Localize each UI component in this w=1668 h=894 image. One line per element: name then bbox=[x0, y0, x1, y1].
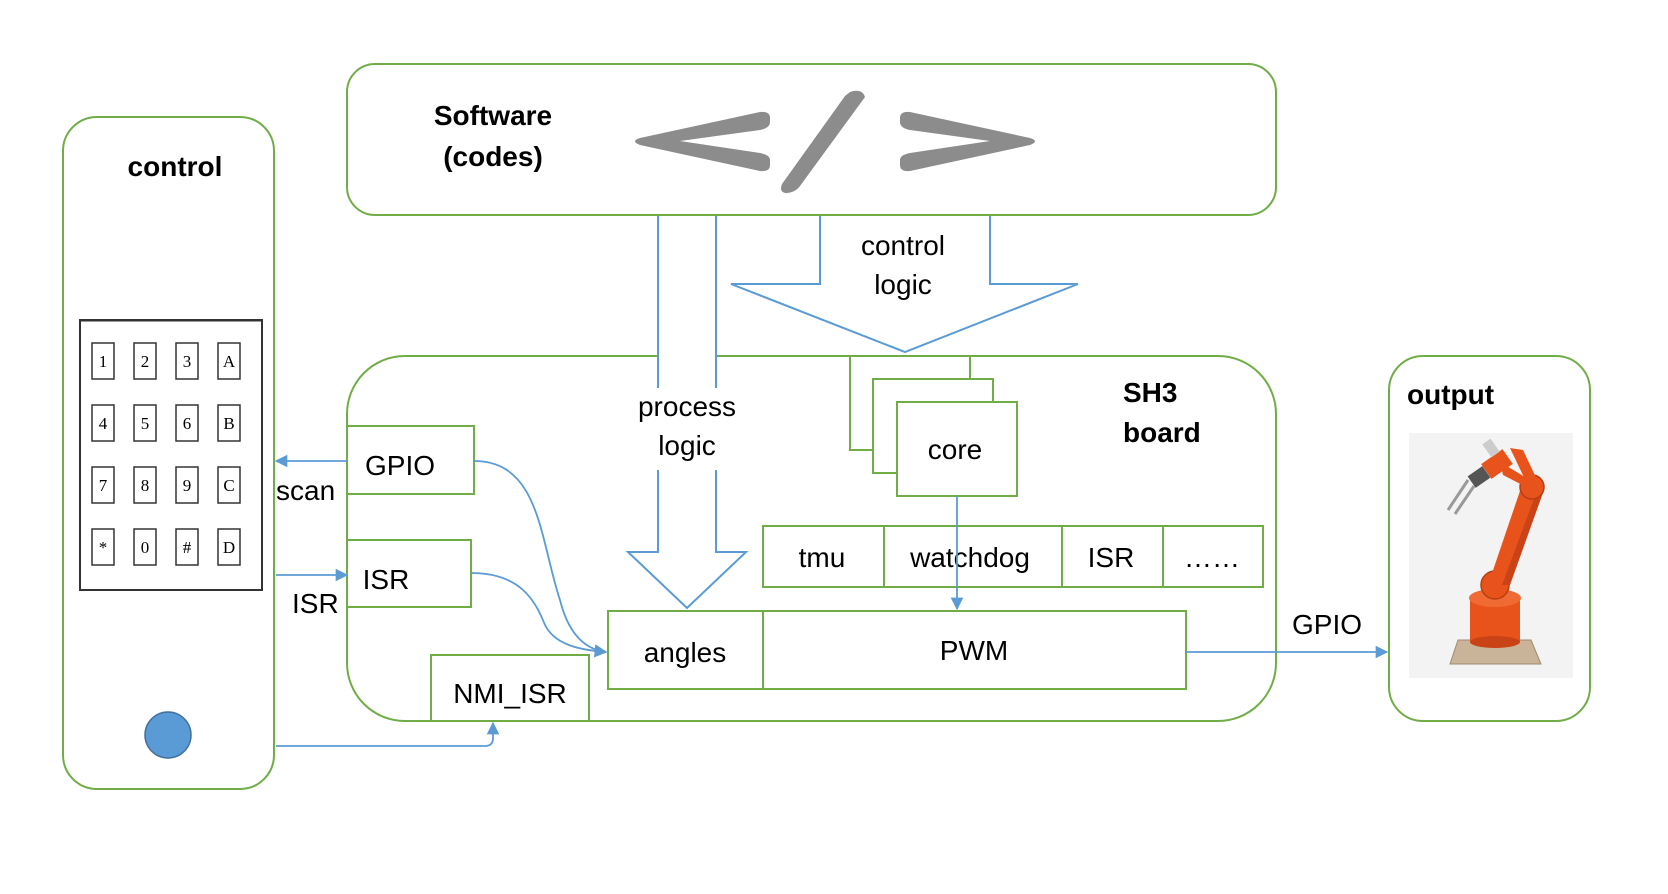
keypad-key[interactable] bbox=[217, 528, 241, 566]
nmi-isr-label: NMI_ISR bbox=[453, 678, 567, 709]
keypad-key[interactable] bbox=[133, 404, 157, 442]
gpio-block bbox=[346, 425, 475, 495]
button-to-nmi-line bbox=[276, 721, 500, 747]
keypad-key[interactable] bbox=[175, 466, 199, 504]
isr-block bbox=[346, 539, 472, 608]
pwm-label: PWM bbox=[940, 635, 1008, 666]
connectors bbox=[274, 454, 1389, 747]
keypad: 1 2 3 A 4 5 6 B 7 8 9 C * 0 # D bbox=[79, 319, 263, 591]
peripheral-row: tmu watchdog ISR …… bbox=[762, 525, 1264, 588]
keypad-key[interactable] bbox=[175, 404, 199, 442]
keypad-key-label: 0 bbox=[141, 538, 150, 557]
keypad-key-label: # bbox=[183, 538, 192, 557]
keypad-key-label: B bbox=[223, 414, 234, 433]
gpio-label: GPIO bbox=[365, 450, 435, 481]
robot-arm-icon bbox=[1409, 433, 1573, 678]
keypad-key-label: 5 bbox=[141, 414, 150, 433]
peripheral-isr: ISR bbox=[1088, 542, 1135, 573]
nmi-isr-block bbox=[430, 654, 590, 722]
control-panel: control 1 2 3 A 4 5 6 B 7 8 9 C * 0 # D bbox=[62, 116, 275, 790]
keypad-key-label: 6 bbox=[183, 414, 192, 433]
sh3-board: SH3 board GPIO ISR NMI_ISR core tmu watc… bbox=[346, 355, 1277, 722]
keypad-key-label: A bbox=[223, 352, 236, 371]
control-logic-line2: logic bbox=[874, 269, 932, 300]
keypad-key[interactable] bbox=[91, 528, 115, 566]
keypad-key[interactable] bbox=[217, 404, 241, 442]
output-title: output bbox=[1407, 379, 1494, 410]
keypad-key[interactable] bbox=[91, 404, 115, 442]
keypad-key[interactable] bbox=[175, 342, 199, 380]
scan-label: scan bbox=[276, 475, 335, 506]
board-title-line2: board bbox=[1123, 417, 1201, 448]
gpio-out-label: GPIO bbox=[1292, 609, 1362, 640]
keypad-key-label: 7 bbox=[99, 476, 108, 495]
keypad-key-label: 1 bbox=[99, 352, 108, 371]
keypad-key-label: 2 bbox=[141, 352, 150, 371]
keypad-key[interactable] bbox=[133, 528, 157, 566]
control-logic-arrow: control logic bbox=[730, 216, 1079, 354]
keypad-key-label: D bbox=[223, 538, 235, 557]
software-box-frame bbox=[346, 63, 1277, 216]
process-logic-line2: logic bbox=[658, 430, 716, 461]
isr-to-angles-curve bbox=[470, 572, 608, 658]
keypad-key-label: 4 bbox=[99, 414, 108, 433]
keypad-key[interactable] bbox=[91, 466, 115, 504]
isr-label: ISR bbox=[363, 564, 410, 595]
code-brackets-icon bbox=[635, 90, 1035, 194]
board-title-line1: SH3 bbox=[1123, 377, 1177, 408]
isr-in-label: ISR bbox=[292, 588, 339, 619]
keypad-key[interactable] bbox=[133, 466, 157, 504]
keypad-key[interactable] bbox=[217, 342, 241, 380]
core-label: core bbox=[928, 434, 982, 465]
keypad-key-label: 3 bbox=[183, 352, 192, 371]
software-box: Software (codes) bbox=[346, 63, 1277, 216]
output-box: output bbox=[1388, 355, 1591, 722]
keypad-key-label: 8 bbox=[141, 476, 150, 495]
control-title: control bbox=[128, 151, 223, 182]
keypad-key[interactable] bbox=[133, 342, 157, 380]
keypad-key[interactable] bbox=[175, 528, 199, 566]
software-title-line2: (codes) bbox=[443, 141, 543, 172]
gpio-to-angles-curve bbox=[473, 460, 608, 657]
keypad-key-label: C bbox=[223, 476, 234, 495]
software-title-line1: Software bbox=[434, 100, 552, 131]
angles-label: angles bbox=[644, 637, 727, 668]
keypad-key[interactable] bbox=[217, 466, 241, 504]
push-button[interactable] bbox=[144, 711, 192, 759]
process-logic-line1: process bbox=[638, 391, 736, 422]
process-logic-arrow: process logic bbox=[625, 216, 749, 610]
angles-pwm-row: angles PWM bbox=[607, 610, 1187, 690]
control-logic-line1: control bbox=[861, 230, 945, 261]
peripheral-more: …… bbox=[1184, 542, 1240, 573]
keypad-key-label: * bbox=[99, 538, 108, 557]
keypad-key[interactable] bbox=[91, 342, 115, 380]
peripheral-tmu: tmu bbox=[799, 542, 846, 573]
keypad-key-label: 9 bbox=[183, 476, 192, 495]
peripheral-watchdog: watchdog bbox=[909, 542, 1030, 573]
